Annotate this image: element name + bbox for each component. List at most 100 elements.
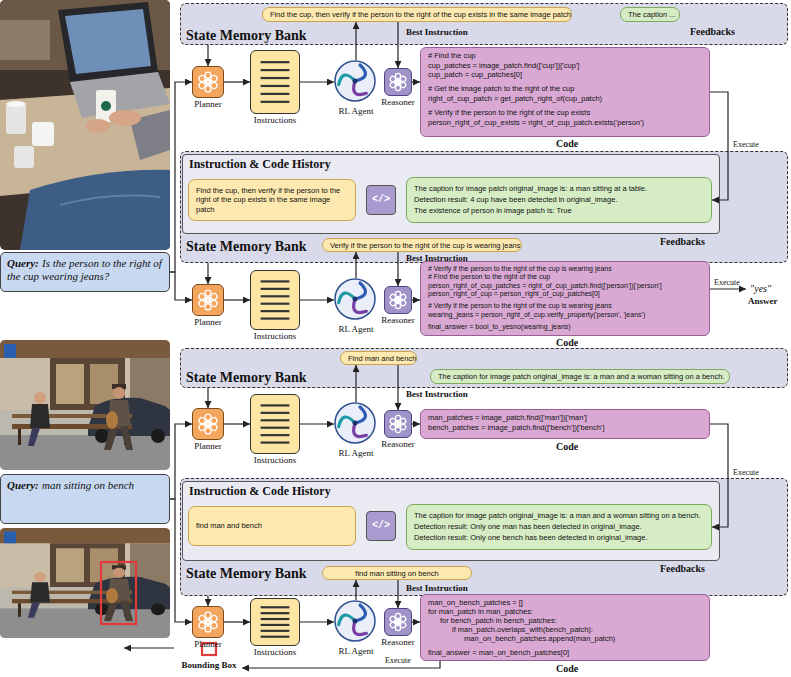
planner-glyph (193, 409, 223, 439)
connector (300, 423, 334, 424)
feedback-box: The caption for image patch original_ima… (406, 177, 712, 223)
connector (224, 299, 250, 300)
text-holder: Instructions (211, 455, 339, 466)
code-symbol: </> (367, 186, 395, 214)
label-holder: Best Instruction (406, 389, 468, 399)
code-line: wearing_jeans = person_right_of_cup.veri… (428, 311, 702, 319)
planner-icon: Planner (192, 284, 224, 316)
code-line: # Verify if the person to the right of t… (428, 302, 702, 310)
instruction-box: find man and bench (188, 506, 356, 546)
label-holder: Code (556, 663, 578, 674)
text-holder: Instruction & Code History (183, 155, 719, 173)
label-holder: Feedbacks (690, 26, 735, 38)
code-line: # Verify if the person to the right of t… (428, 108, 702, 118)
instruction-line (261, 101, 290, 103)
code-line: bench_patches = image_patch.find(['bench… (428, 423, 702, 433)
connector (224, 423, 250, 424)
answer-arrow (710, 288, 746, 289)
feedbacks-label: Feedbacks (660, 563, 705, 574)
window (0, 20, 50, 60)
history-panel: find man and bench</>The caption for ima… (182, 481, 720, 561)
code-line: man_on_bench_patches = [] (428, 598, 702, 607)
reasoner-glyph (385, 69, 411, 95)
planner-icon: Planner (192, 66, 224, 98)
connector (300, 81, 334, 82)
icon-label: Instructions (211, 647, 339, 658)
history-title: Instruction & Code History (189, 157, 713, 171)
connector (170, 82, 192, 272)
agent-swirl (336, 414, 355, 431)
connector (300, 621, 334, 622)
connector (710, 424, 728, 527)
code-line: cup_patches = image_patch.find(['cup'])[… (428, 61, 702, 71)
code-line: for bench_patch in bench_patches: (428, 616, 702, 625)
history-title: Instruction & Code History (189, 484, 713, 498)
icon-label: Instructions (211, 115, 339, 126)
code-caption: Code (556, 441, 578, 452)
bounding-box-square (202, 643, 216, 655)
text-holder: man_patches = image_patch.find(['man'])[… (428, 413, 702, 433)
answer-value: "yes" (750, 283, 771, 294)
query-text: man sitting on bench (42, 479, 134, 491)
agent-disc (335, 403, 375, 443)
text-holder: Find man and bench (348, 353, 409, 364)
jeans-seam (60, 196, 160, 205)
instruction-text: Find man and bench (348, 353, 409, 364)
text-holder: Instructions (211, 331, 339, 342)
band-title: State Memory Bank (186, 370, 307, 386)
agent-swirl (355, 605, 365, 621)
text-holder: RL Agent (294, 106, 418, 117)
best-instruction-label: Best Instruction (406, 583, 468, 593)
reasoner-icon: Reasoner (384, 608, 412, 636)
icon-label: RL Agent (294, 106, 418, 117)
planner-glyph (193, 607, 223, 637)
text-holder: State Memory Bank (186, 239, 307, 255)
connector (397, 365, 398, 410)
instruction-line (261, 77, 290, 79)
rl-agent-icon: RL Agent (334, 402, 378, 446)
planner-glyph (193, 67, 223, 97)
agent-swirl (350, 423, 369, 440)
instruction-text: find man sitting on bench (330, 568, 464, 579)
instr-glyph (251, 271, 299, 329)
logo-petal (389, 75, 400, 84)
text-holder: The caption for image patch original_ima… (414, 183, 704, 216)
agent-swirl (355, 407, 365, 423)
instruction-box: Find man and bench (340, 351, 417, 365)
connector (207, 596, 208, 606)
connector (170, 272, 192, 300)
state-memory-bank: Find man and benchThe caption for image … (180, 348, 788, 388)
text-holder: Instructions (211, 115, 339, 126)
code-line: person_right_of_cup_patches = right_of_c… (428, 282, 702, 290)
instruction-line (261, 441, 290, 443)
text-holder: find man sitting on bench (330, 568, 464, 579)
hand (86, 119, 110, 133)
label-holder: Execute (714, 278, 740, 287)
code-line: final_answer = bool_to_yesno(wearing_jea… (428, 323, 702, 331)
text-holder: Planner (153, 639, 263, 650)
connector (300, 299, 334, 300)
feedbacks-label: Feedbacks (690, 26, 735, 37)
cup (32, 122, 54, 146)
text-holder: RL Agent (294, 448, 418, 459)
connector (355, 252, 356, 278)
agent-swirl (355, 65, 365, 81)
reasoner-glyph (385, 609, 411, 635)
icon-label: Reasoner (345, 637, 451, 648)
connector (207, 388, 208, 408)
text-holder: The caption for image patch original_ima… (438, 371, 722, 382)
text-holder: Query:man sitting on bench (7, 479, 163, 492)
instruction-line (261, 61, 290, 63)
instr-glyph (251, 395, 299, 453)
label-holder: Execute (384, 656, 412, 665)
feedback-text: The caption for image patch original_ima… (438, 371, 722, 382)
code-line: man_on_bench_patches.append(man_patch) (428, 634, 702, 643)
query-text: Query: (7, 257, 39, 269)
logo-petal (198, 74, 211, 85)
connector (355, 580, 356, 600)
instruction-line (261, 288, 290, 290)
text-holder: find man and bench (196, 521, 348, 531)
instruction-line (261, 280, 290, 282)
label-holder: Execute (732, 468, 760, 477)
icon-label: RL Agent (294, 324, 418, 335)
